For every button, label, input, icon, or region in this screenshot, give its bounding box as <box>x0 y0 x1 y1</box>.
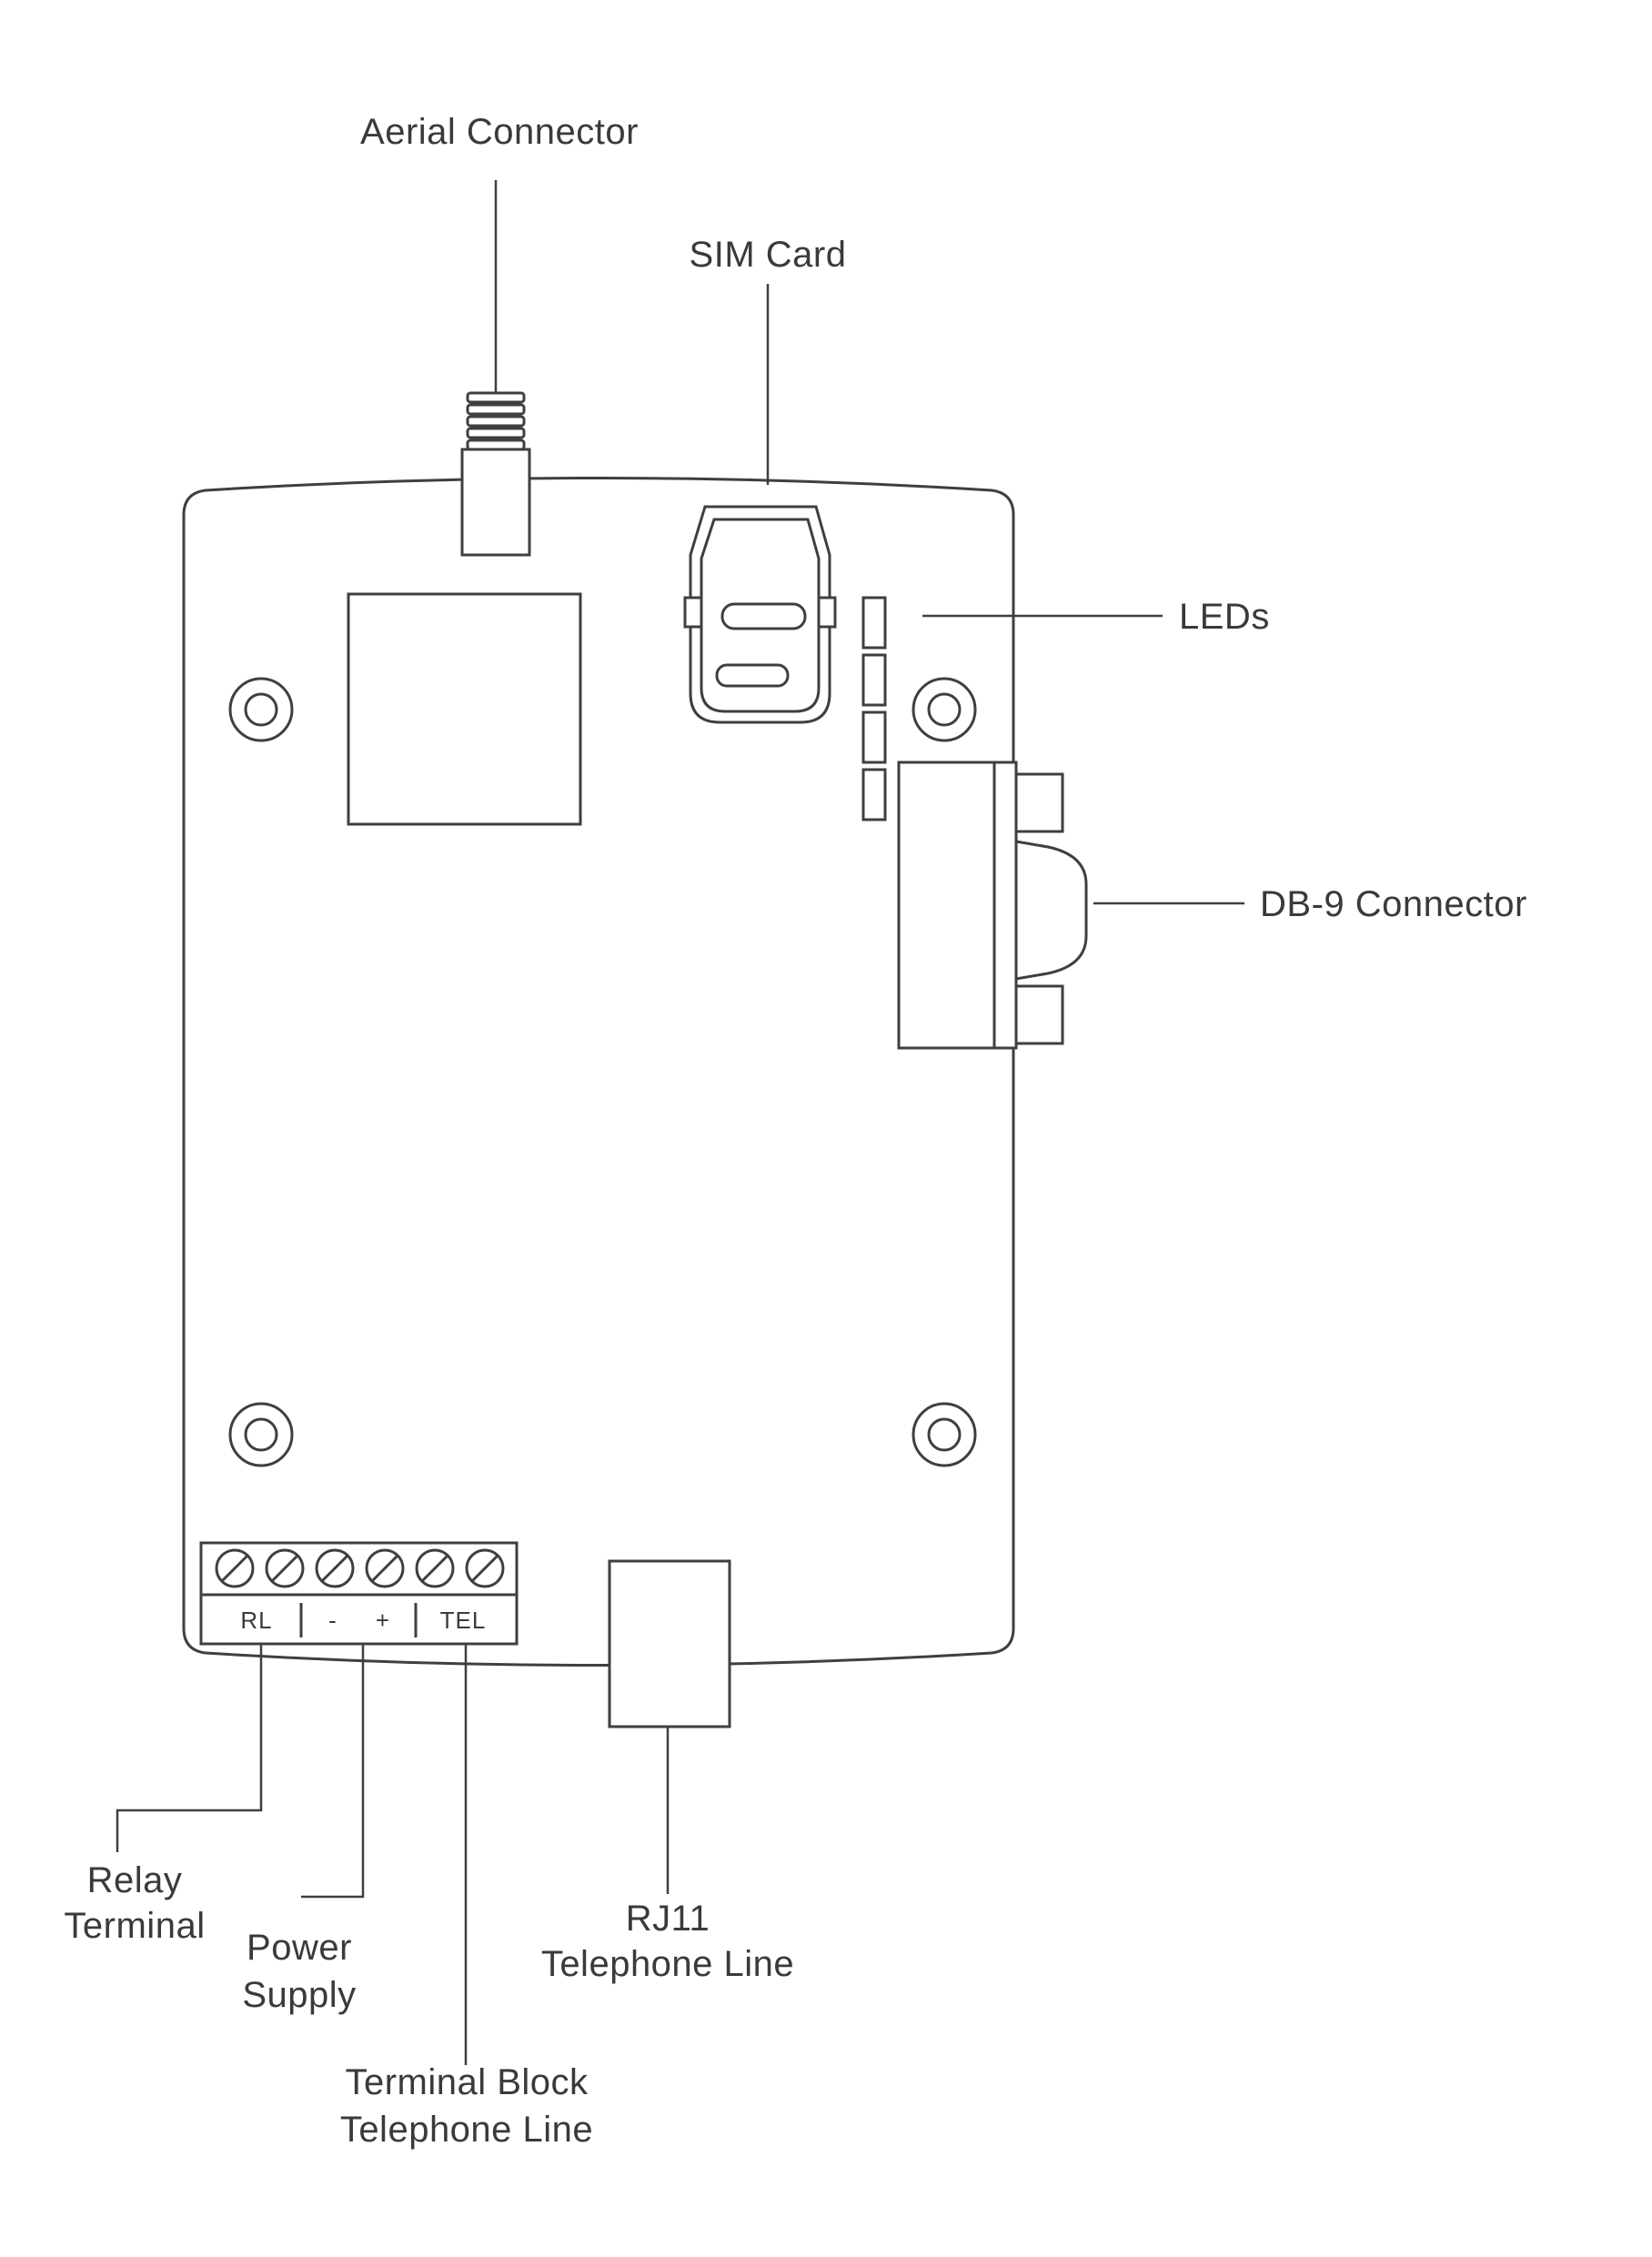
led-indicator <box>861 768 887 821</box>
relay-component <box>347 592 582 826</box>
sim-clip-left <box>683 596 703 629</box>
db9-face <box>1014 840 1088 981</box>
label-power-line2: Supply <box>242 1975 356 2015</box>
label-relay-line2: Terminal <box>64 1906 205 1946</box>
sim-slot <box>720 602 807 630</box>
label-db9-connector: DB-9 Connector <box>1260 884 1527 924</box>
label-power-supply: Power Supply <box>242 1928 356 2015</box>
sim-card-holder <box>683 505 837 724</box>
mounting-hole <box>912 1402 977 1467</box>
label-terminal-block-line2: Telephone Line <box>340 2110 593 2150</box>
screw-terminal <box>215 1548 255 1588</box>
terminal-label-minus: - <box>328 1607 337 1634</box>
label-rj11-line2: Telephone Line <box>541 1944 794 1984</box>
screw-slot <box>270 1554 299 1583</box>
label-terminal-block-line1: Terminal Block <box>345 2062 589 2102</box>
label-sim-card: SIM Card <box>690 235 847 275</box>
label-rj11-line1: RJ11 <box>626 1899 710 1939</box>
label-rj11-telephone: RJ11 Telephone Line <box>541 1899 794 1984</box>
screw-slot <box>470 1554 499 1583</box>
aerial-thread <box>466 427 526 439</box>
aerial-thread <box>466 403 526 416</box>
terminal-label-tel: TEL <box>440 1607 487 1634</box>
screw-terminal <box>315 1548 355 1588</box>
label-relay-line1: Relay <box>87 1860 183 1900</box>
led-indicator <box>861 710 887 764</box>
leader-relay <box>116 1644 263 1852</box>
mounting-hole-inner <box>244 1417 278 1452</box>
mounting-hole <box>912 677 977 742</box>
screw-terminal <box>415 1548 455 1588</box>
leader-power <box>301 1644 365 1899</box>
terminal-block: RL - + TEL <box>199 1541 519 1646</box>
led-column <box>861 596 887 821</box>
aerial-thread <box>466 391 526 404</box>
aerial-connector <box>460 391 531 557</box>
sim-inner <box>700 518 821 713</box>
screw-terminal <box>365 1548 405 1588</box>
label-leds: LEDs <box>1179 597 1270 637</box>
mounting-hole-inner <box>927 1417 962 1452</box>
mounting-hole-inner <box>244 692 278 727</box>
mounting-holes <box>228 677 977 1467</box>
aerial-base <box>460 448 531 557</box>
mounting-hole-inner <box>927 692 962 727</box>
db9-connector <box>897 761 1088 1050</box>
db9-housing <box>897 761 996 1050</box>
label-terminal-block-telephone: Terminal Block Telephone Line <box>340 2062 593 2150</box>
label-relay-terminal: Relay Terminal <box>64 1860 205 1946</box>
rj11-jack <box>608 1559 731 1728</box>
screw-slot <box>320 1554 349 1583</box>
screw-slot <box>220 1554 249 1583</box>
aerial-thread <box>466 415 526 428</box>
sim-slot <box>715 663 790 688</box>
led-indicator <box>861 596 887 650</box>
terminal-label-rl: RL <box>240 1607 272 1634</box>
board-outline <box>182 477 1015 1667</box>
label-power-line1: Power <box>247 1928 352 1968</box>
sim-clip-right <box>817 596 837 629</box>
sim-outer <box>689 505 831 724</box>
screw-slot <box>420 1554 449 1583</box>
db9-flange <box>992 761 1018 1050</box>
screw-terminal <box>465 1548 505 1588</box>
led-indicator <box>861 653 887 707</box>
screw-terminal <box>265 1548 305 1588</box>
mounting-hole <box>228 1402 294 1467</box>
label-aerial-connector: Aerial Connector <box>360 112 639 152</box>
screw-terminals <box>215 1548 505 1588</box>
db9-screw-post-top <box>1014 772 1064 833</box>
screw-slot <box>370 1554 399 1583</box>
terminal-label-plus: + <box>376 1607 390 1634</box>
db9-screw-post-bottom <box>1014 984 1064 1045</box>
mounting-hole <box>228 677 294 742</box>
